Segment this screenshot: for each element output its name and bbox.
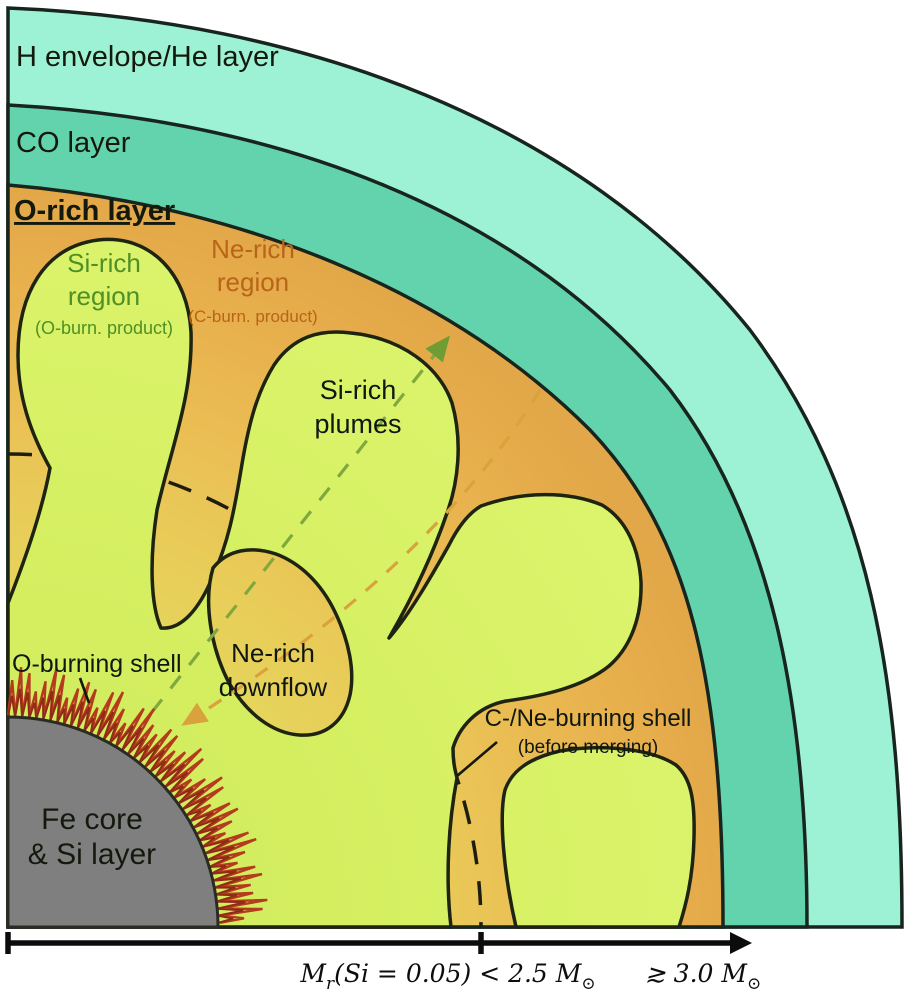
svg-text:(O-burn. product): (O-burn. product)	[35, 318, 173, 338]
svg-text:C-/Ne-burning shell: C-/Ne-burning shell	[485, 705, 692, 732]
plume-rise-arrow	[150, 335, 450, 713]
si-rich-mass	[6, 237, 643, 929]
svg-text:Si-rich: Si-rich	[320, 375, 397, 405]
svg-text:downflow: downflow	[219, 672, 328, 702]
downflow-arrow	[181, 389, 542, 726]
label-ne-rich-region: Ne-rich region (C-burn. product)	[188, 234, 317, 326]
label-si-rich-region: Si-rich region (O-burn. product)	[35, 248, 173, 338]
label-co-layer: CO layer	[16, 127, 131, 159]
svg-text:Fe core: Fe core	[41, 803, 143, 836]
cne-pointer-line	[456, 741, 498, 777]
svg-text:region: region	[217, 267, 289, 297]
svg-text:Si-rich: Si-rich	[67, 248, 141, 278]
svg-text:plumes: plumes	[314, 409, 401, 439]
mass-axis	[5, 932, 736, 954]
axis-inner-label: Mr(Si = 0.05) < 2.5 M⊙	[299, 959, 595, 994]
label-o-rich-layer: O-rich layer	[14, 195, 175, 227]
svg-text:Ne-rich: Ne-rich	[211, 234, 295, 264]
mass-axis-arrowhead	[730, 932, 752, 954]
label-fe-core: Fe core & Si layer	[28, 803, 156, 871]
fe-core	[6, 715, 220, 929]
label-h-envelope: H envelope/He layer	[16, 41, 279, 73]
svg-text:Ne-rich: Ne-rich	[231, 638, 315, 668]
label-ne-rich-downflow: Ne-rich downflow	[219, 638, 328, 702]
label-o-burning-shell: O-burning shell	[12, 650, 182, 678]
axis-outer-label: ≳ 3.0 M⊙	[645, 959, 761, 994]
ne-downflow-teardrop	[206, 548, 354, 737]
label-cne-shell: C-/Ne-burning shell (before merging)	[485, 705, 692, 758]
svg-text:(before merging): (before merging)	[518, 737, 658, 758]
o-burning-pointer-line	[78, 677, 91, 704]
si-rich-bottom-lobe	[500, 745, 696, 929]
svg-text:& Si layer: & Si layer	[28, 838, 156, 871]
svg-text:region: region	[68, 281, 140, 311]
svg-text:(C-burn. product): (C-burn. product)	[188, 307, 317, 326]
label-si-rich-plumes: Si-rich plumes	[314, 375, 401, 439]
